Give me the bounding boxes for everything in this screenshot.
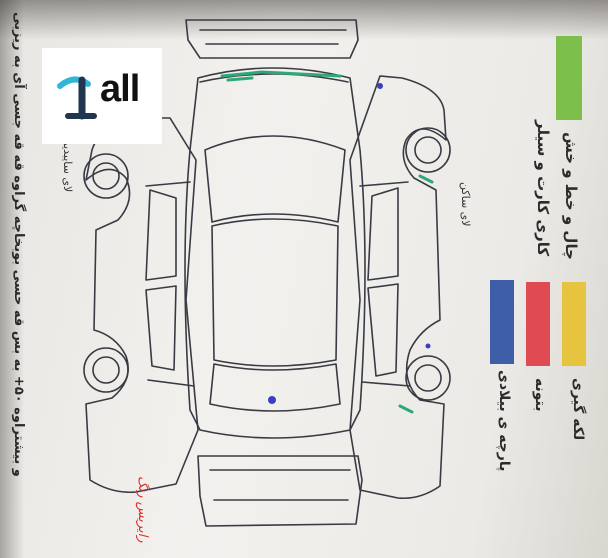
legend-swatch-red bbox=[526, 282, 550, 366]
left-shadow bbox=[0, 0, 24, 558]
car-top-windshield bbox=[204, 135, 346, 223]
car-left-side bbox=[85, 117, 199, 494]
left-side-label: لای سایبدیر bbox=[61, 140, 74, 193]
logo-text: all bbox=[100, 68, 140, 110]
legend-label-dents: چال و خط و خش bbox=[562, 132, 580, 260]
green-mark-side bbox=[418, 174, 434, 184]
legend-label-putty: بتونه bbox=[532, 378, 548, 412]
legend-label-sealer: کاری کارت و سیلر bbox=[534, 120, 552, 257]
legend-swatch-yellow bbox=[562, 282, 586, 366]
front-bumper bbox=[185, 19, 359, 59]
car-right-side bbox=[349, 75, 447, 500]
right-side-label: لای ساکن bbox=[459, 182, 472, 227]
rear-bumper bbox=[197, 455, 363, 527]
legend-label-spot: لکه گیری bbox=[570, 378, 586, 441]
blue-dot bbox=[268, 396, 276, 404]
legend-swatch-green bbox=[556, 36, 582, 120]
green-mark-hood bbox=[220, 70, 342, 78]
handwritten-note: رایریس رنگ bbox=[135, 476, 150, 543]
car-top-rear-window bbox=[209, 363, 341, 412]
logo-mark-icon bbox=[57, 76, 97, 120]
blue-dot bbox=[425, 343, 431, 349]
brand-logo: all bbox=[42, 48, 162, 144]
blue-dot bbox=[377, 83, 383, 89]
bottom-note: و بیشتراوه ۵۰+ به بس قه حسی بوبخاچه گراو… bbox=[11, 12, 26, 477]
legend-swatch-blue bbox=[490, 280, 514, 364]
legend-label-panel: پارچه ی بیلادی bbox=[496, 370, 512, 472]
car-top-roof bbox=[211, 218, 339, 367]
